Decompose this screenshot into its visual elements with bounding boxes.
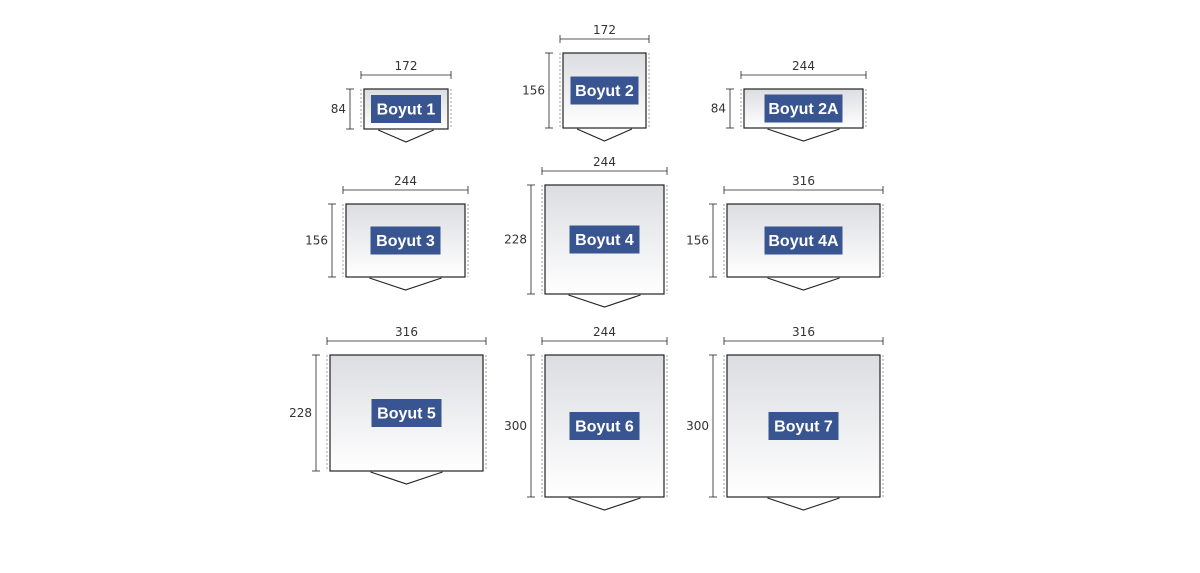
width-label: 316 (395, 325, 418, 339)
size-label-plate (570, 76, 639, 105)
door-swing (370, 471, 443, 485)
size-label: Boyut 5 (377, 406, 436, 423)
door-swing (568, 497, 641, 511)
size-label: Boyut 7 (774, 419, 833, 436)
width-label: 172 (593, 23, 616, 37)
size-label-plate (764, 94, 843, 123)
shed-size-6: 316 156 Boyut 4A (686, 174, 884, 291)
size-label-plate (569, 412, 640, 440)
door-swing (576, 128, 633, 142)
size-label-plate (370, 226, 441, 255)
door-swing (369, 277, 442, 291)
width-label: 244 (394, 174, 417, 188)
width-label: 316 (792, 174, 815, 188)
door-swing (767, 497, 840, 511)
depth-label: 84 (331, 102, 346, 116)
shed-size-9: 316 300 Boyut 7 (686, 325, 884, 511)
shed-size-7: 316 228 Boyut 5 (289, 325, 487, 485)
door-swing (568, 294, 641, 308)
width-label: 316 (792, 325, 815, 339)
door-swing (767, 128, 840, 142)
width-label: 244 (593, 155, 616, 169)
size-label: Boyut 2A (768, 101, 839, 118)
size-label-plate (764, 226, 843, 255)
depth-label: 228 (289, 406, 312, 420)
door-swing (378, 129, 434, 143)
shed-size-5: 244 228 Boyut 4 (504, 155, 668, 308)
shed-size-2: 172 156 Boyut 2 (522, 23, 650, 142)
width-label: 244 (792, 59, 815, 73)
shed-size-8: 244 300 Boyut 6 (504, 325, 668, 511)
size-label: Boyut 4 (575, 232, 634, 249)
depth-label: 228 (504, 233, 527, 247)
width-label: 244 (593, 325, 616, 339)
size-label: Boyut 4A (768, 233, 839, 250)
shed-size-4: 244 156 Boyut 3 (305, 174, 469, 291)
depth-label: 156 (686, 234, 709, 248)
depth-label: 84 (711, 102, 726, 116)
size-label: Boyut 6 (575, 419, 634, 436)
width-label: 172 (395, 59, 418, 73)
size-label-plate (768, 412, 839, 440)
size-label: Boyut 3 (376, 233, 435, 250)
depth-label: 300 (686, 419, 709, 433)
size-label-plate (569, 225, 640, 254)
size-label: Boyut 1 (377, 102, 436, 119)
shed-size-1: 172 84 Boyut 1 (331, 59, 452, 143)
size-label-plate (371, 399, 442, 427)
depth-label: 156 (305, 234, 328, 248)
size-label-plate (371, 95, 441, 123)
door-swing (767, 277, 840, 291)
shed-size-3: 244 84 Boyut 2A (711, 59, 867, 142)
depth-label: 300 (504, 419, 527, 433)
size-label: Boyut 2 (575, 83, 634, 100)
depth-label: 156 (522, 84, 545, 98)
